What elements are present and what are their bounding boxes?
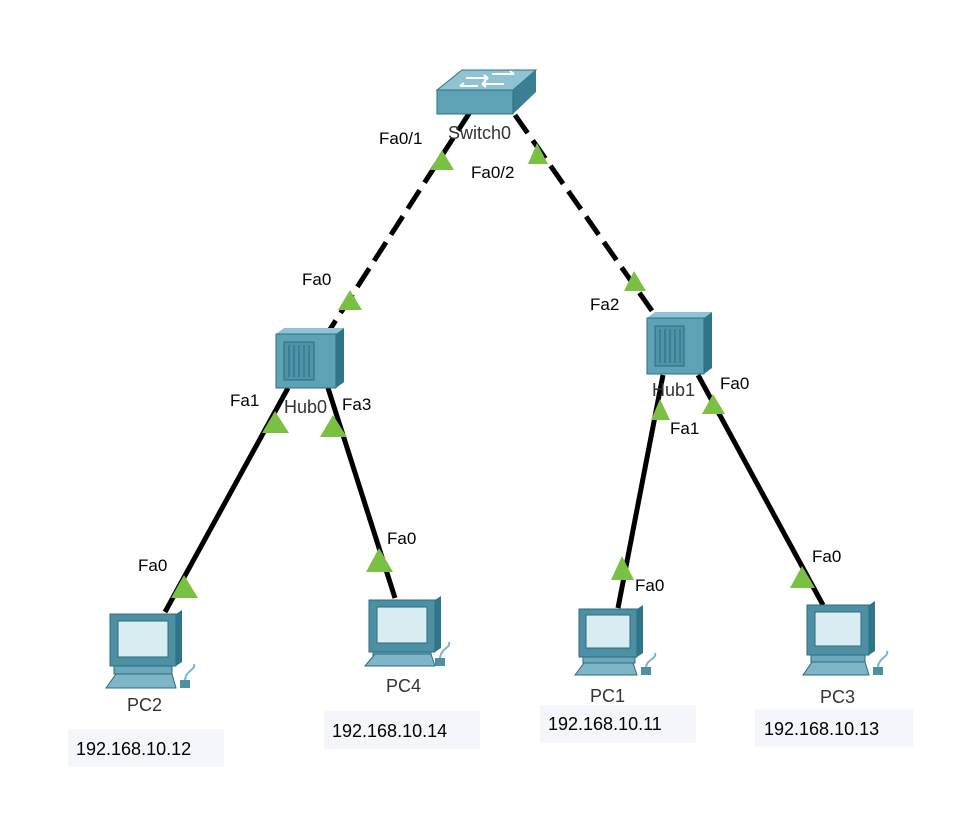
ip-address-box (68, 729, 224, 767)
computer-icon (363, 596, 451, 667)
ip-address-box (540, 705, 696, 743)
ip-address-label: 192.168.10.13 (764, 719, 879, 739)
link-up-icon (651, 399, 670, 420)
links (162, 110, 826, 614)
link-up-icon (366, 548, 393, 572)
link-up-icon (262, 411, 289, 433)
hub-icon (276, 328, 344, 334)
port-labels: Fa0/1 Fa0 Fa0/2 Fa2 Fa1 Fa3 Fa0 Fa1 Fa0 … (138, 129, 841, 595)
link-status-indicators (171, 143, 815, 598)
computer-icon (574, 605, 657, 676)
port-label: Fa3 (342, 395, 371, 414)
port-label: Fa0 (387, 529, 416, 548)
device-label: PC2 (127, 695, 162, 715)
ip-address-label: 192.168.10.11 (548, 714, 662, 734)
port-label: Fa0 (138, 556, 167, 575)
pc-device[interactable] (802, 601, 889, 676)
pc-device[interactable] (574, 605, 657, 676)
ip-address-label: 192.168.10.12 (76, 739, 191, 759)
link-up-icon (338, 290, 362, 310)
ip-address-box (755, 709, 913, 747)
device-label: Switch0 (448, 123, 511, 143)
port-label: Fa2 (590, 295, 619, 314)
link-up-icon (790, 566, 815, 588)
device-label: PC3 (820, 687, 855, 707)
device-label: PC4 (386, 676, 421, 696)
pc-device[interactable] (363, 596, 451, 667)
link-up-icon (320, 415, 347, 437)
port-label: Fa1 (670, 419, 699, 438)
link-up-icon (611, 556, 634, 580)
switch-device[interactable]: Switch0 (435, 69, 538, 143)
link-up-icon (624, 271, 646, 291)
port-label: Fa1 (230, 391, 259, 410)
computer-icon (105, 610, 196, 689)
device-label: Hub1 (652, 380, 695, 400)
port-label: Fa0 (302, 270, 331, 289)
device-label: Hub0 (284, 397, 327, 417)
port-label: Fa0 (720, 374, 749, 393)
pc-device[interactable] (105, 610, 196, 689)
hub-device[interactable]: Hub1 (646, 312, 712, 400)
port-label: Fa0 (635, 576, 664, 595)
hub-icon (647, 312, 712, 318)
ip-address-label: 192.168.10.14 (332, 721, 447, 741)
computer-icon (802, 601, 889, 676)
link-up-icon (171, 575, 198, 598)
port-label: Fa0/2 (471, 163, 514, 182)
port-label: Fa0/1 (379, 129, 422, 148)
device-label: PC1 (590, 686, 625, 706)
ip-address-box (324, 711, 480, 749)
port-label: Fa0 (812, 547, 841, 566)
link-up-icon (702, 394, 725, 414)
link-up-icon (430, 150, 454, 170)
hub-device[interactable]: Hub0 (275, 328, 344, 417)
link-up-icon (528, 143, 548, 164)
